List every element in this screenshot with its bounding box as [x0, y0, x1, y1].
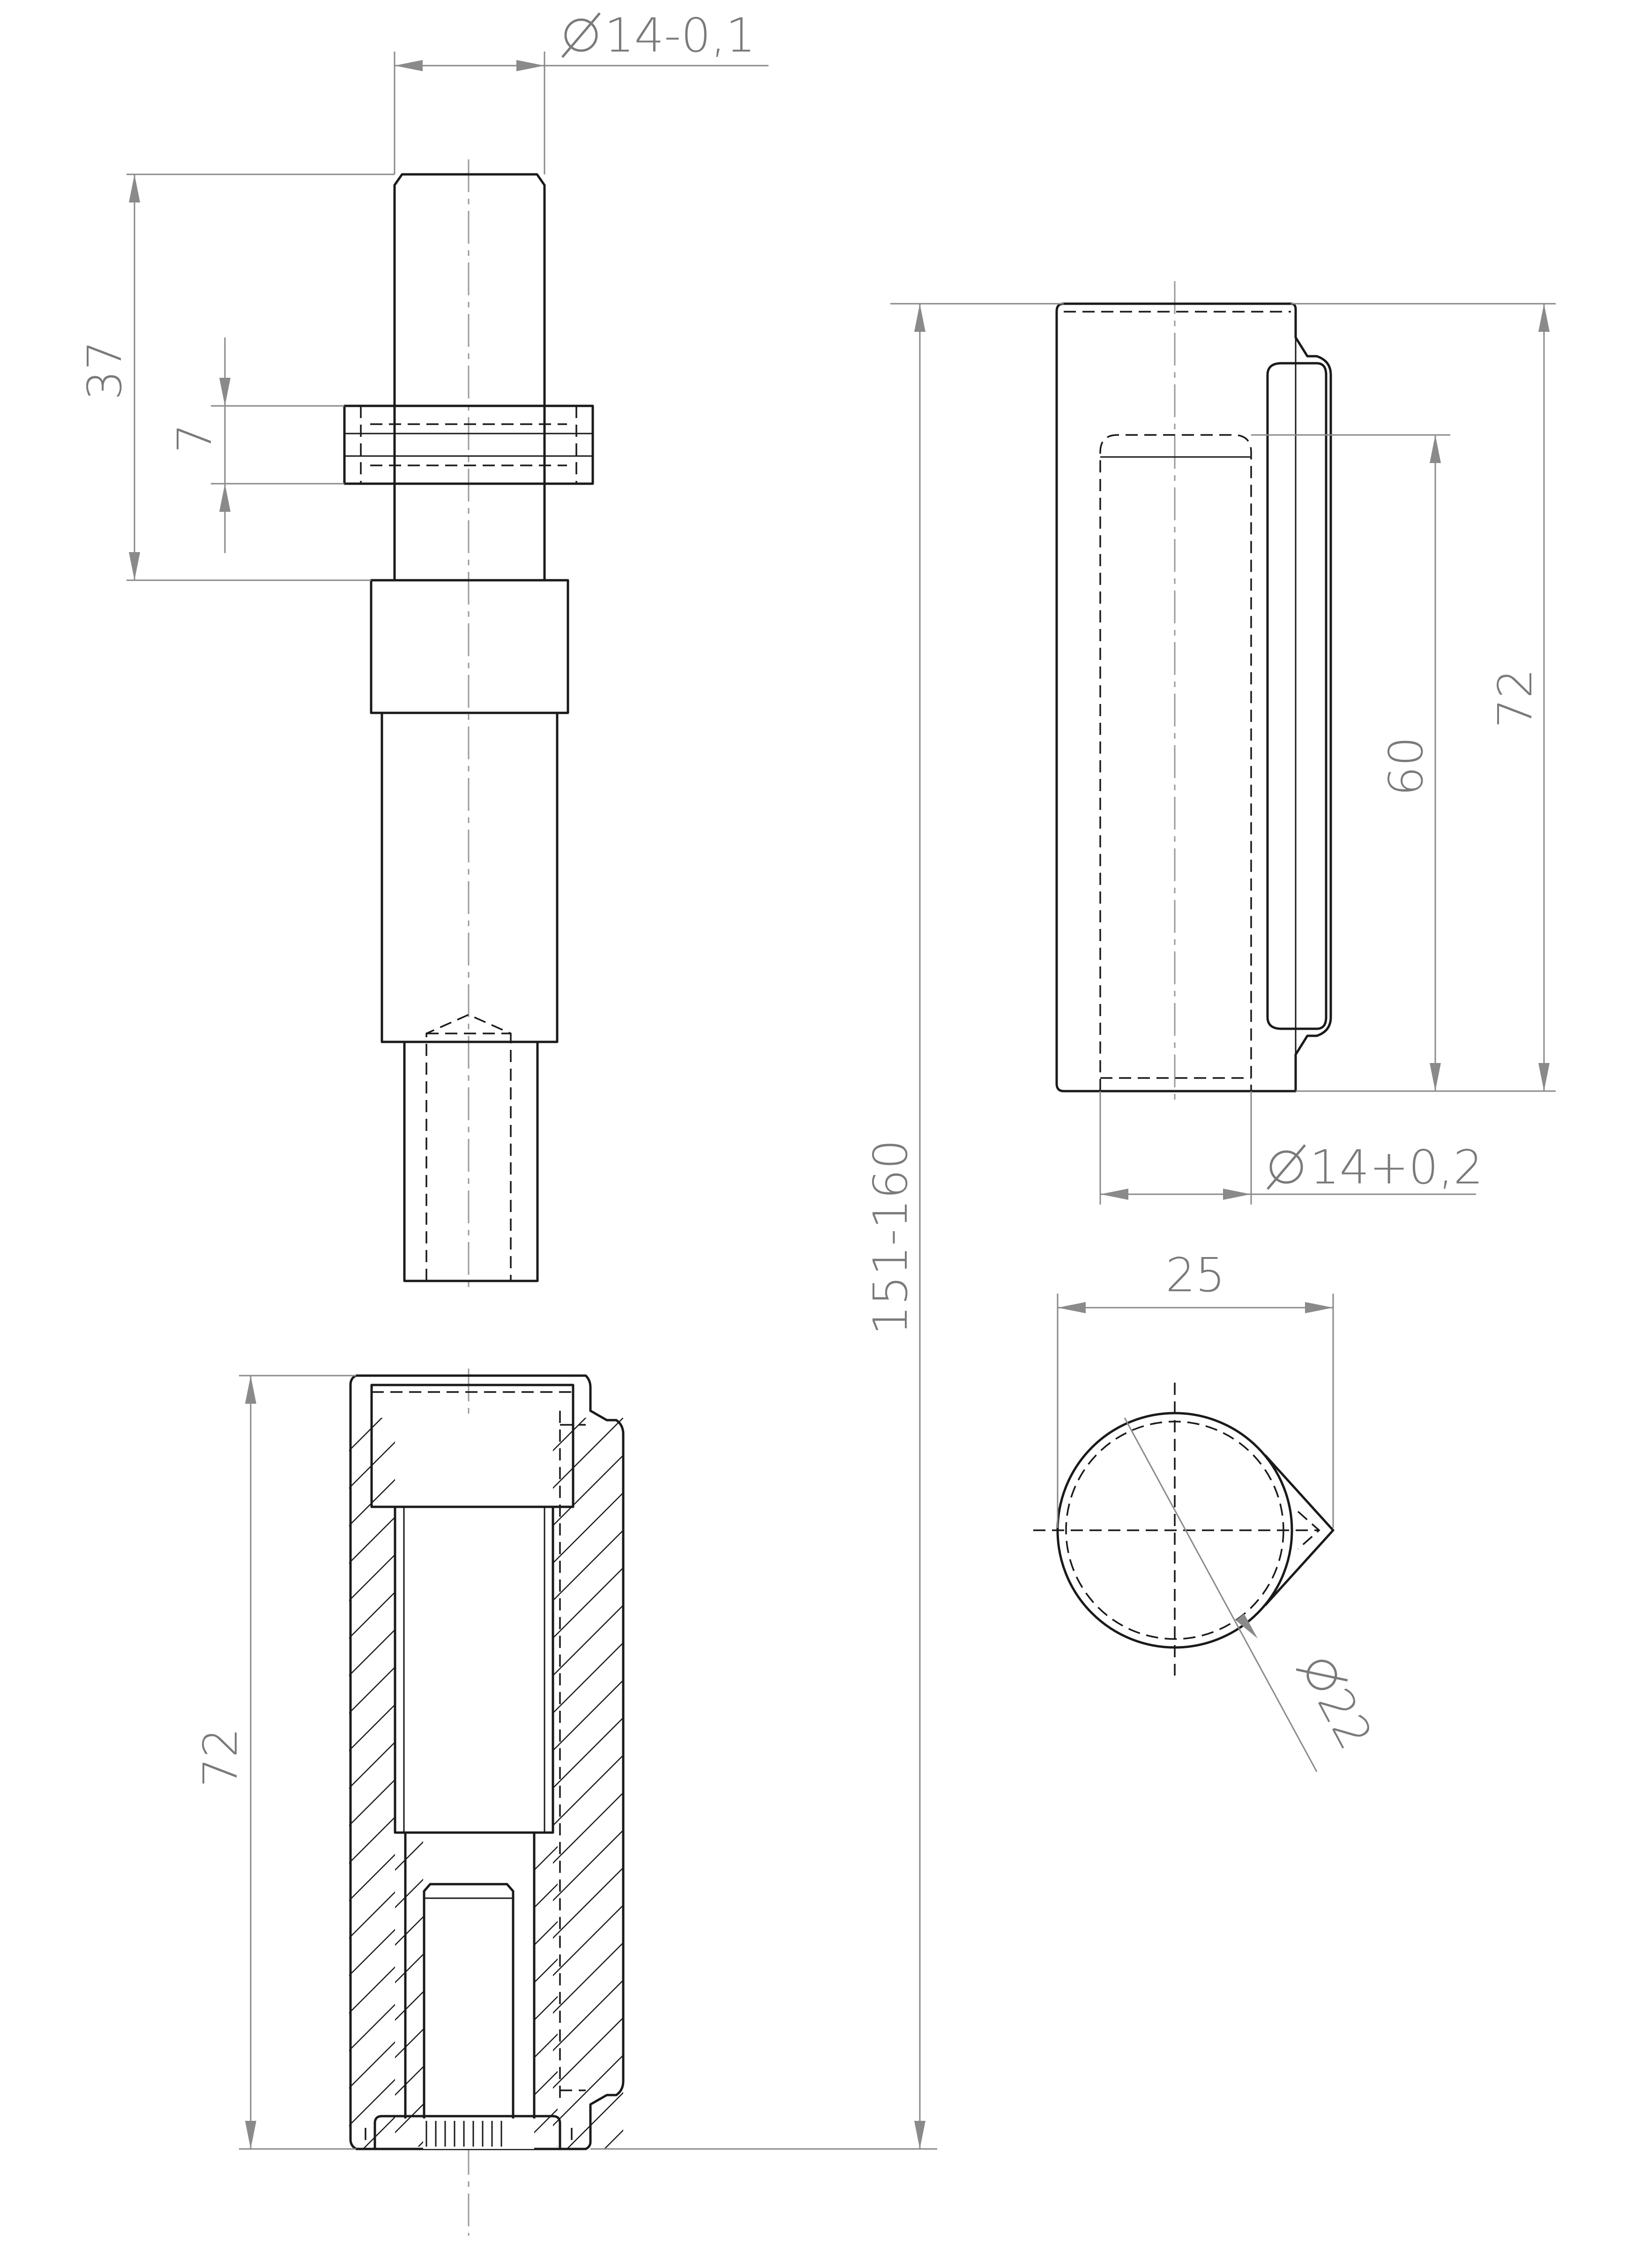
- dim-text-section-length: 72: [193, 1728, 248, 1787]
- section-bottom-plug: [373, 2115, 561, 2149]
- top-view: [1033, 1383, 1335, 1772]
- dim-text-pin-length: 37: [77, 340, 132, 400]
- hatch-lower-right: [534, 1846, 558, 2147]
- dim-bore-diameter: 14+0,2: [1267, 1140, 1483, 1195]
- dim-text-bore-diameter: 14+0,2: [1310, 1140, 1483, 1195]
- top-view-leaf-tip: [1264, 1454, 1335, 1606]
- dimension-lines: [127, 52, 1556, 2150]
- hatch-right-wall: [553, 1418, 623, 2149]
- dim-text-upper-length: 72: [1488, 668, 1543, 728]
- dim-text-pin-diameter: 14-0,1: [604, 8, 755, 63]
- section-outline: [349, 1374, 625, 2150]
- dim-pin-diameter: 14-0,1: [561, 8, 755, 63]
- section-inner-bore: [394, 1507, 554, 1834]
- pin-upper-shaft: [393, 173, 546, 580]
- pin-washer: [343, 404, 594, 485]
- pin-tip: [403, 1040, 539, 1282]
- pin-drill-hole: [425, 1014, 512, 1281]
- dim-text-overall-length: 151-160: [863, 1139, 918, 1335]
- diameter-symbol-icon: [1306, 1660, 1337, 1691]
- pin-lower-body: [380, 711, 559, 1043]
- dim-text-bore-depth: 60: [1379, 736, 1433, 796]
- top-view-barrel-circle: [1056, 1412, 1293, 1649]
- hinge-body-view: [1055, 281, 1332, 1106]
- dim-text-body-diameter: 22: [1307, 1679, 1383, 1758]
- hatch-lower-left: [395, 1841, 423, 2147]
- dim-body-diameter: 22: [1296, 1660, 1383, 1758]
- dim-text-width: 25: [1165, 1248, 1225, 1302]
- hinge-bore-hidden: [1099, 434, 1252, 1091]
- hinge-barrel: [1055, 302, 1332, 1093]
- pin-collar: [370, 579, 569, 714]
- section-view: [349, 1369, 625, 2236]
- diameter-symbol-icon: [1269, 1150, 1303, 1184]
- section-counterbore: [370, 1384, 574, 1508]
- section-pin-tip: [423, 1883, 515, 2118]
- dimension-texts: 14-0,1 37 7 151-160 72 60 14+0,2 72 25 2…: [77, 8, 1543, 1788]
- diameter-symbol-icon: [564, 18, 598, 52]
- section-leaf-hidden: [559, 1411, 586, 2104]
- pin-view: [343, 159, 594, 1294]
- dim-text-washer: 7: [167, 423, 222, 453]
- top-view-bore-circle: [1065, 1421, 1284, 1640]
- hinge-leaf-edge: [1266, 362, 1328, 1030]
